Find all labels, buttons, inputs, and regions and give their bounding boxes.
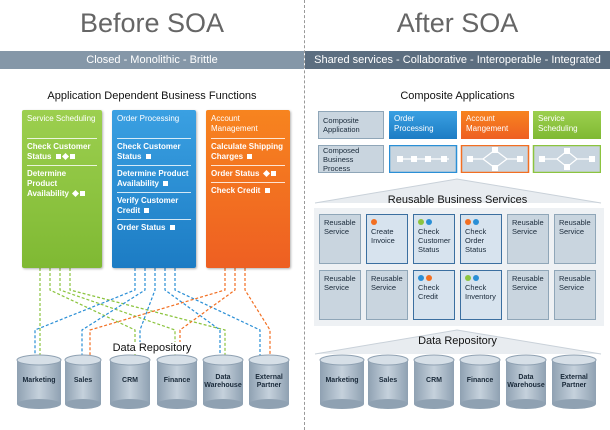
reusable-service: Reusable Service xyxy=(319,270,361,320)
orange-dot-icon xyxy=(465,219,471,225)
function-item: Calculate Shipping Charges xyxy=(211,138,285,165)
column-service-scheduling: Service Scheduling Check Customer Status… xyxy=(22,110,102,268)
service-check-credit: Check Credit xyxy=(413,270,455,320)
center-divider xyxy=(304,0,305,430)
right-repository-title: Data Repository xyxy=(418,335,497,347)
blue-dot-icon xyxy=(418,275,424,281)
column-order-processing: Order Processing Check Customer Status D… xyxy=(112,110,196,268)
database-icon xyxy=(505,354,547,409)
reusable-service: Reusable Service xyxy=(554,270,596,320)
column-account-management: Account Management Calculate Shipping Ch… xyxy=(206,110,290,268)
database-icon xyxy=(202,354,244,409)
database-icon xyxy=(413,354,455,409)
function-item: Check Customer Status xyxy=(27,138,97,165)
services-title: Reusable Business Services xyxy=(387,194,528,206)
after-banner: Shared services - Collaborative - Intero… xyxy=(305,51,610,69)
orange-dot-icon xyxy=(371,219,377,225)
process-flow-icon xyxy=(389,145,458,173)
service-check-order-status: Check Order Status xyxy=(460,214,502,264)
repo-label: Data Warehouse xyxy=(204,374,242,389)
function-item: Verify Customer Credit xyxy=(117,192,191,219)
function-item: Check Customer Status xyxy=(117,138,191,165)
repo-label: Finance xyxy=(163,377,191,384)
left-repositories xyxy=(16,354,290,409)
repo-label: Finance xyxy=(466,377,494,384)
repo-label: External Partner xyxy=(255,374,283,389)
green-dot-icon xyxy=(418,219,424,225)
database-icon xyxy=(156,354,198,409)
row-label-composed-business-process: Composed Business Process xyxy=(318,145,384,173)
reusable-service: Reusable Service xyxy=(554,214,596,264)
function-item: Determine Product Availability xyxy=(117,165,191,192)
repo-label: Sales xyxy=(378,377,398,384)
repo-label: Sales xyxy=(73,377,93,384)
blue-dot-icon xyxy=(426,219,432,225)
repo-label: CRM xyxy=(426,377,442,384)
right-section-title: Composite Applications xyxy=(400,90,515,102)
function-item: Order Status xyxy=(117,219,191,236)
repo-label: CRM xyxy=(122,377,138,384)
process-diagrams xyxy=(389,145,601,173)
reusable-service: Reusable Service xyxy=(507,214,549,264)
services-arc xyxy=(314,178,602,204)
database-icon xyxy=(248,354,290,409)
database-icon xyxy=(551,354,597,409)
repo-label: External Partner xyxy=(560,374,588,389)
database-icon xyxy=(367,354,409,409)
repo-label: Data Warehouse xyxy=(507,374,545,389)
before-banner: Closed - Monolithic - Brittle xyxy=(0,51,304,69)
repo-label: Marketing xyxy=(325,377,359,384)
database-icon xyxy=(64,354,102,409)
app-account-management: Account Mangement xyxy=(461,111,529,139)
blue-dot-icon xyxy=(473,219,479,225)
reusable-service: Reusable Service xyxy=(507,270,549,320)
row-label-composite-application: Composite Application xyxy=(318,111,384,139)
before-soa-title: Before SOA xyxy=(79,8,225,38)
column-header: Account Management xyxy=(211,114,258,133)
reusable-service: Reusable Service xyxy=(319,214,361,264)
column-header: Service Scheduling xyxy=(27,114,96,123)
function-item: Order Status xyxy=(211,165,285,182)
service-create-invoice: Create Invoice xyxy=(366,214,408,264)
after-soa-title: After SOA xyxy=(396,8,519,38)
database-icon xyxy=(16,354,62,409)
repo-label: Marketing xyxy=(22,377,56,384)
database-icon xyxy=(109,354,151,409)
process-flow-icon xyxy=(532,145,601,173)
right-repositories xyxy=(319,354,597,409)
repository-arc xyxy=(314,329,602,355)
blue-dot-icon xyxy=(473,275,479,281)
reusable-service: Reusable Service xyxy=(366,270,408,320)
function-item: Determine Product Availability xyxy=(27,165,97,202)
column-header: Order Processing xyxy=(117,114,180,123)
green-dot-icon xyxy=(465,275,471,281)
service-check-inventory: Check Inventory xyxy=(460,270,502,320)
app-service-scheduling: Service Scheduling xyxy=(533,111,601,139)
app-order-processing: Order Processing xyxy=(389,111,457,139)
left-section-title: Application Dependent Business Functions xyxy=(47,90,257,102)
database-icon xyxy=(319,354,365,409)
left-repository-title: Data Repository xyxy=(0,342,304,354)
orange-dot-icon xyxy=(426,275,432,281)
service-check-customer-status: Check Customer Status xyxy=(413,214,455,264)
function-item: Check Credit xyxy=(211,182,285,199)
database-icon xyxy=(459,354,501,409)
process-flow-icon xyxy=(460,145,530,173)
